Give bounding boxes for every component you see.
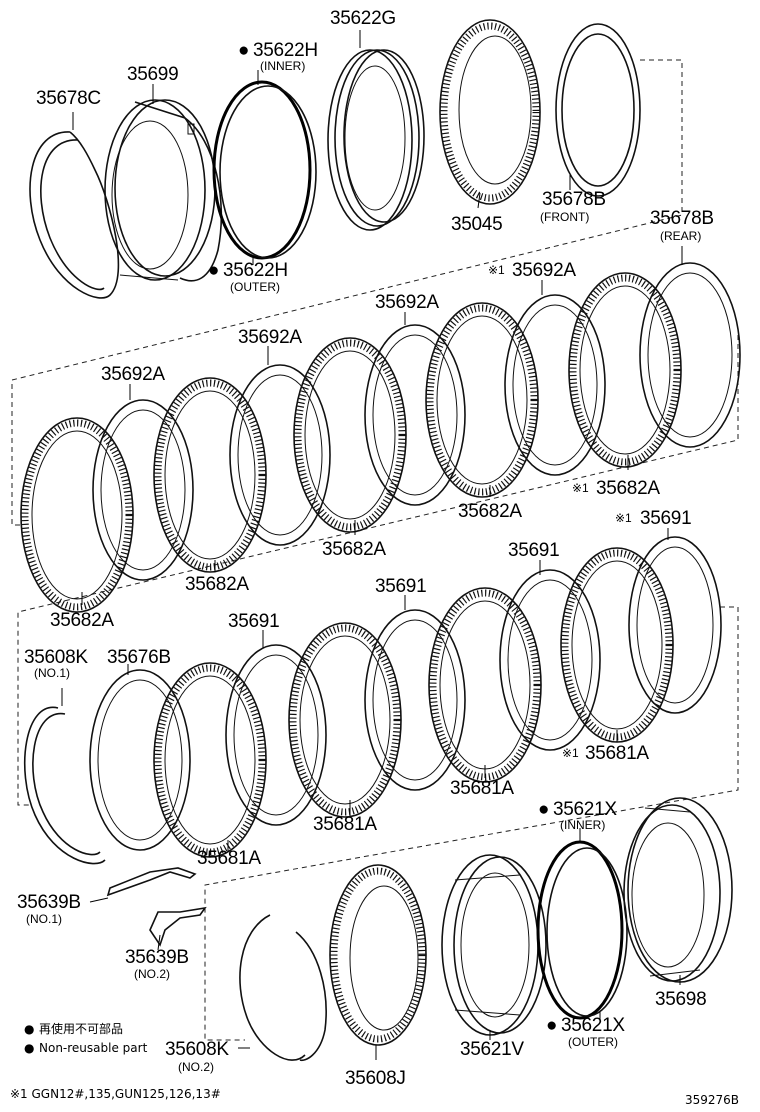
part-35639B-no2-spring[interactable] [149,906,207,951]
label-35681A-1: 35681A [197,848,261,869]
ref-mark-35691: ※1 [615,511,632,525]
label-35682A-3: 35682A [322,539,386,560]
ref-mark-35682A: ※1 [572,481,589,495]
note-35622H-inner: (INNER) [260,59,305,73]
legend-non-reusable-en: Non-reusable part [39,1041,148,1055]
part-35621V-piston[interactable] [441,854,547,1040]
note-35639B-no2: (NO.2) [134,967,170,981]
part-35678C-snap-ring[interactable] [29,112,120,299]
part-35699-clutch-drum[interactable] [104,84,223,282]
part-35676B-plate[interactable] [89,669,191,851]
label-35639B-no2: 35639B [125,947,189,968]
friction-disc[interactable] [425,302,539,498]
part-35045-spring-retainer[interactable] [439,19,541,209]
part-35678B-front-plate[interactable] [555,23,641,197]
label-35622H-inner: 35622H [253,40,318,61]
label-35699: 35699 [127,64,178,85]
legend-bullet-en: ● [24,1041,34,1055]
label-35692A-4: 35692A [512,260,576,281]
label-35621X-outer: 35621X [561,1015,625,1036]
friction-disc[interactable] [568,272,682,468]
part-35678B-rear-plate[interactable] [639,262,741,448]
bullet-35621X-outer: ● [546,1015,557,1036]
label-35691-2: 35691 [375,576,426,597]
label-35676B: 35676B [107,647,171,668]
part-35608K-no1-snap-ring[interactable] [24,688,106,865]
label-35681A-2: 35681A [313,814,377,835]
legend-bullet-jp: ● [24,1022,34,1036]
note-35639B-no1: (NO.1) [26,912,62,926]
label-35691-4: 35691 [640,508,691,529]
friction-disc[interactable] [560,547,674,743]
label-35692A-1: 35692A [101,364,165,385]
friction-disc[interactable] [20,417,134,613]
label-35622H-outer: 35622H [223,260,288,281]
assembly-boundary-lines [11,59,739,1041]
clutch-pack-lower[interactable] [24,528,722,865]
label-35678B-front: 35678B [542,189,606,210]
note-35608K-no2: (NO.2) [178,1060,214,1074]
label-35682A-1: 35682A [50,610,114,631]
friction-disc[interactable] [153,377,267,573]
part-35639B-no1-spring[interactable] [89,867,197,903]
label-35682A-5: 35682A [596,478,660,499]
note-35678B-front: (FRONT) [540,210,589,224]
label-35608J: 35608J [345,1068,406,1089]
label-35608K-no1: 35608K [24,647,88,668]
part-35622G-piston[interactable] [327,30,425,231]
part-35608J-spring-retainer[interactable] [329,864,427,1060]
label-35691-1: 35691 [228,611,279,632]
part-35621X-seal-rings[interactable] [536,828,628,1020]
steel-plate[interactable] [225,644,327,826]
bullet-35621X-inner: ● [538,799,549,820]
label-35691-3: 35691 [508,540,559,561]
label-35621X-inner: 35621X [553,799,617,820]
label-35681A-4: 35681A [585,743,649,764]
note-35608K-no1: (NO.1) [34,666,70,680]
steel-plate[interactable] [499,569,601,751]
note-35621X-inner: (INNER) [560,818,605,832]
part-35698-drum[interactable] [623,797,733,985]
label-35692A-2: 35692A [238,327,302,348]
label-35045: 35045 [451,214,502,235]
part-35608K-no2-snap-ring[interactable] [238,914,327,1062]
label-35692A-3: 35692A [375,292,439,313]
label-35678C: 35678C [36,88,101,109]
legend: ● 再使用不可部品 ● Non-reusable part ※1 GGN12#,… [10,1021,739,1107]
steel-plate[interactable] [229,364,331,546]
part-35622H-seal-rings[interactable] [212,70,317,265]
friction-disc[interactable] [428,587,542,783]
label-35682A-2: 35682A [185,574,249,595]
bullet-35622H-outer: ● [208,260,219,281]
legend-non-reusable-jp: 再使用不可部品 [39,1021,123,1036]
label-35698: 35698 [655,989,706,1010]
note-35621X-outer: (OUTER) [568,1035,618,1049]
label-35621V: 35621V [460,1039,524,1060]
part-labels: 35678C 35699 ● 35622H (INNER) 35622G ● 3… [17,8,714,1089]
label-35681A-3: 35681A [450,778,514,799]
label-35622G: 35622G [330,8,396,29]
friction-disc[interactable] [153,662,267,858]
friction-disc[interactable] [293,337,407,533]
clutch-pack-upper[interactable] [20,246,741,613]
label-35608K-no2: 35608K [165,1039,229,1060]
ref-mark-35681A: ※1 [562,746,579,760]
label-35639B-no1: 35639B [17,892,81,913]
bullet-35622H-inner: ● [238,40,249,61]
note-35622H-outer: (OUTER) [230,280,280,294]
steel-plate[interactable] [364,609,466,791]
steel-plate[interactable] [628,536,722,714]
footnote-applicability: ※1 GGN12#,135,GUN125,126,13# [10,1087,221,1101]
friction-disc[interactable] [288,622,402,818]
ref-mark-35692A: ※1 [488,263,505,277]
steel-plate[interactable] [504,294,606,476]
note-35678B-rear: (REAR) [660,229,701,243]
diagram-code: 359276B [685,1093,739,1107]
steel-plate[interactable] [364,324,466,506]
steel-plate[interactable] [92,399,194,581]
label-35682A-4: 35682A [458,501,522,522]
label-35678B-rear: 35678B [650,208,714,229]
